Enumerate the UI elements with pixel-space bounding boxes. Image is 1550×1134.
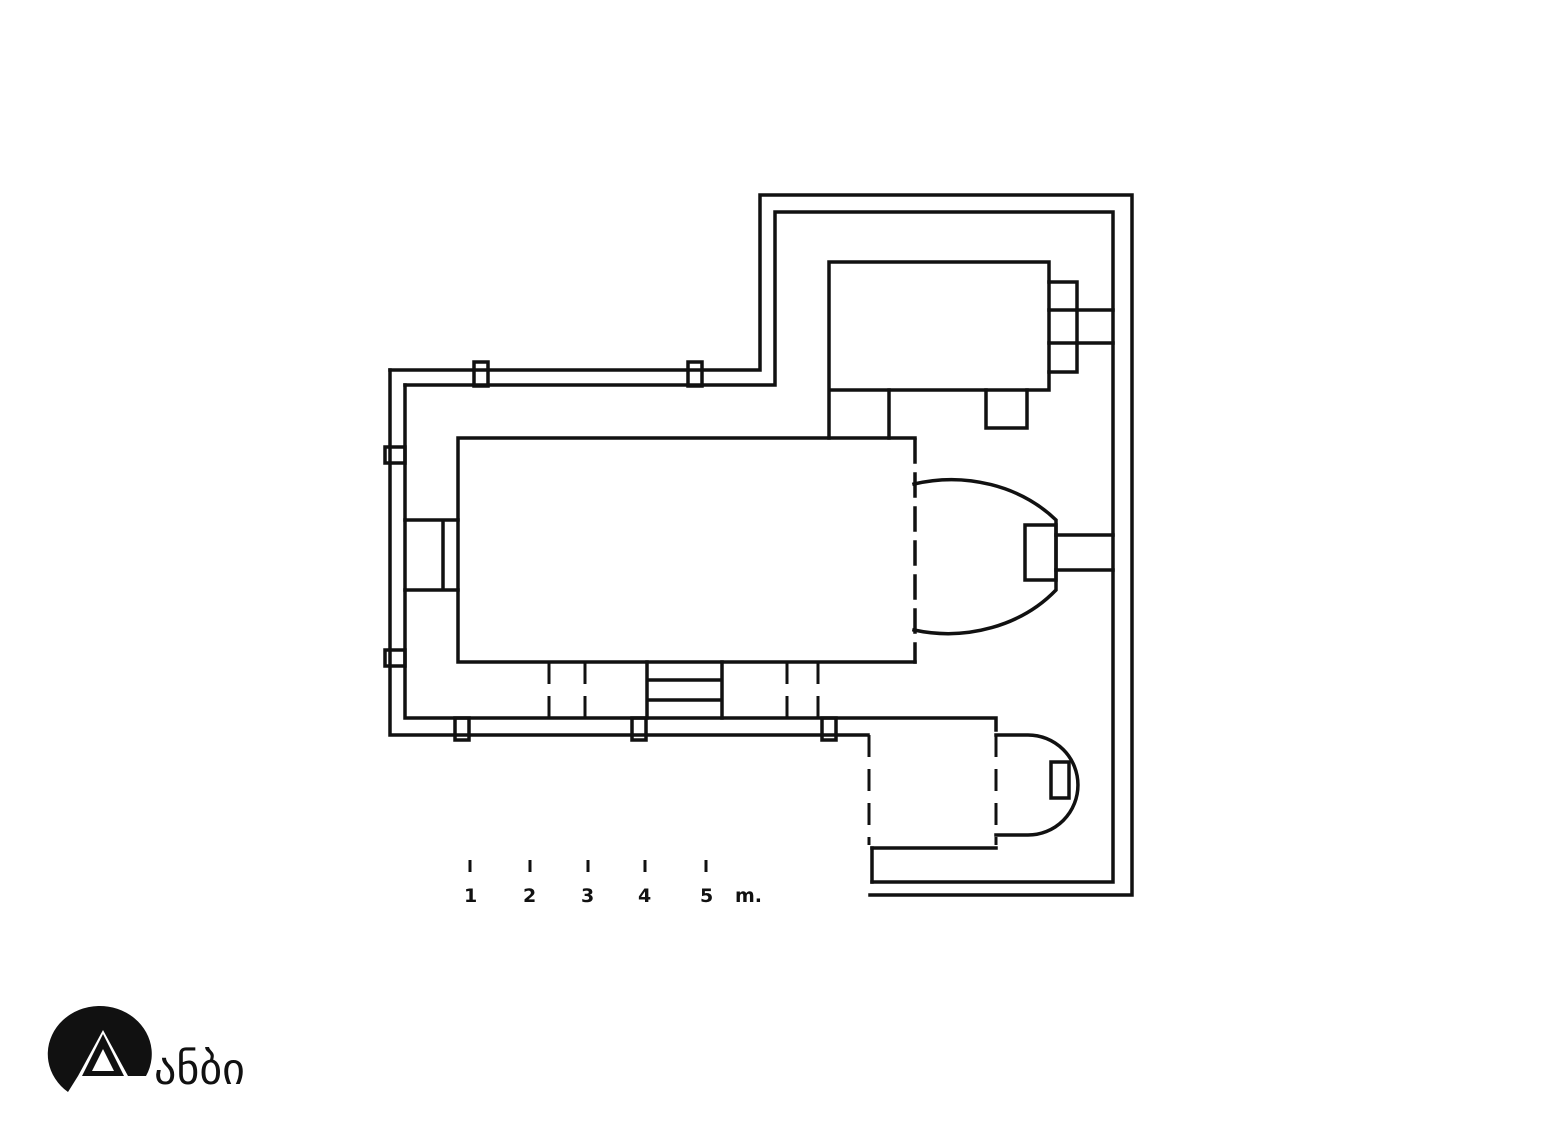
south-east-chapel bbox=[867, 733, 1080, 884]
scale-unit: m. bbox=[735, 885, 762, 907]
outer-enclosure-wall bbox=[388, 193, 1134, 897]
main-hall bbox=[403, 436, 917, 664]
north-east-chamber bbox=[827, 260, 1115, 440]
scale-label-4: 4 bbox=[638, 885, 651, 907]
scale-bar: 1 2 3 4 5 m. bbox=[464, 860, 762, 907]
enclosure-buttresses bbox=[383, 360, 838, 742]
scale-label-3: 3 bbox=[581, 885, 594, 907]
logo-wordmark: ანბი bbox=[154, 1044, 245, 1095]
scale-label-5: 5 bbox=[700, 885, 713, 907]
scale-label-2: 2 bbox=[523, 885, 536, 907]
logo-mark-icon bbox=[47, 1006, 152, 1092]
main-apse bbox=[911, 477, 1115, 636]
logo: ანბი bbox=[47, 1006, 245, 1095]
south-passages bbox=[547, 660, 820, 720]
scale-label-1: 1 bbox=[464, 885, 477, 907]
